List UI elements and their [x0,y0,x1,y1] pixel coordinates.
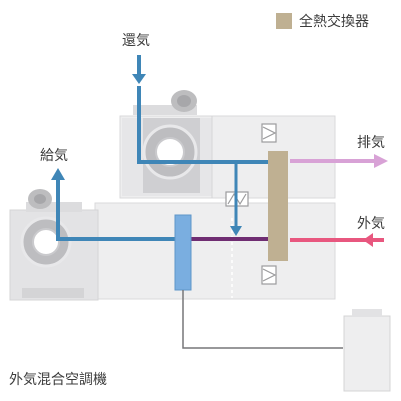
caption: 外気混合空調機 [9,372,107,388]
control-panel [343,309,391,392]
legend-swatch [276,13,292,29]
supply-air-duct [51,168,178,241]
lower-unit [9,202,336,301]
supply-air-label: 給気 [40,148,68,164]
coil [174,214,192,291]
recirculation-duct [230,162,242,236]
filter-upper [261,123,277,143]
filter-lower [261,265,277,285]
exhaust-air-label: 排気 [357,135,385,151]
legend: 全熱交換器 [276,12,369,30]
return-fan [133,90,200,193]
outside-air-label: 外気 [357,216,385,232]
total-heat-exchanger [268,151,288,261]
control-line [182,290,343,349]
legend-label: 全熱交換器 [299,14,369,30]
exhaust-air-duct [290,154,388,168]
return-air-duct [132,55,275,164]
outside-air-duct [290,233,384,247]
return-air-label: 還気 [122,33,150,49]
